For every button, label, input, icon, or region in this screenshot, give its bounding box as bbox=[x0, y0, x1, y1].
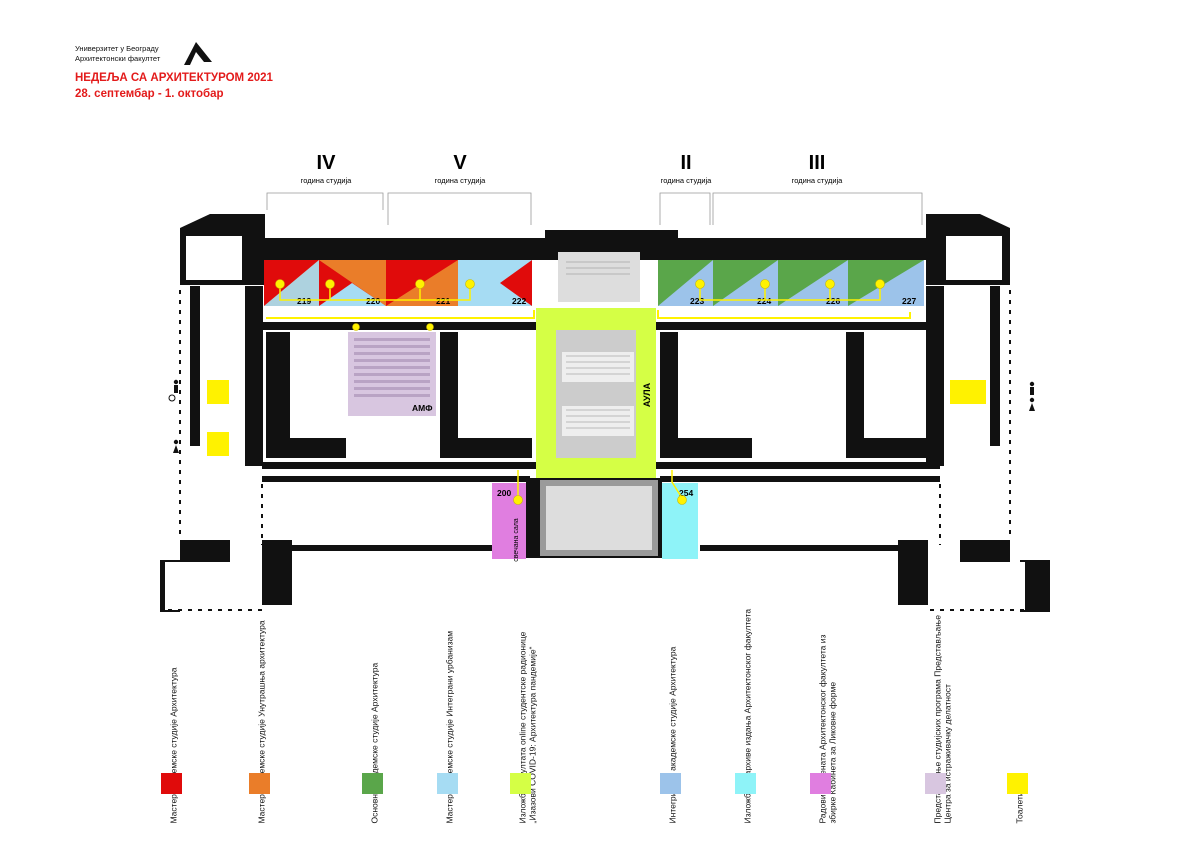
room-number: 223 bbox=[690, 296, 704, 306]
year-group-iii: III година студија bbox=[712, 152, 923, 225]
legend-item: Радови студената Архитектонског факултет… bbox=[810, 548, 870, 824]
year-label: година студија bbox=[435, 176, 487, 185]
year-numeral: II bbox=[680, 152, 691, 174]
wheelchair-icon bbox=[168, 394, 176, 402]
legend-swatch bbox=[735, 773, 756, 794]
man-icon bbox=[1029, 381, 1035, 387]
legend-item: Представљање студијских програма Предста… bbox=[925, 548, 985, 824]
room-226: 226 bbox=[778, 260, 848, 306]
room-number: 222 bbox=[512, 296, 526, 306]
faculty-logo-icon bbox=[184, 42, 212, 65]
legend-swatch bbox=[437, 773, 458, 794]
amphitheater: АМФ bbox=[348, 332, 436, 416]
room-number: 220 bbox=[366, 296, 380, 306]
legend-item: Мастер академске студије Унутрашња архит… bbox=[249, 548, 309, 824]
toilets bbox=[207, 380, 986, 456]
legend-swatch bbox=[249, 773, 270, 794]
room-number: 254 bbox=[679, 488, 693, 498]
event-dates: 28. септембар - 1. октобар bbox=[75, 88, 224, 100]
year-group-iv: IV година студија bbox=[266, 152, 384, 210]
institution-name: Универзитет у Београду Архитектонски фак… bbox=[75, 44, 160, 64]
room-number: 224 bbox=[757, 296, 771, 306]
woman-icon bbox=[173, 439, 179, 445]
legend-item: Интегрисане академске студије Архитектур… bbox=[660, 548, 720, 824]
year-numeral: III bbox=[809, 152, 826, 174]
institution-line-2: Архитектонски факултет bbox=[75, 54, 161, 63]
building-walls bbox=[160, 214, 1050, 612]
covid-exhibition-area bbox=[536, 308, 656, 478]
toilet-icons bbox=[168, 379, 1035, 453]
ceremonial-hall-label: свечана сала bbox=[513, 518, 520, 562]
room-200-ceremonial-hall: 200 свечана сала bbox=[492, 483, 526, 562]
woman-icon-body bbox=[1029, 403, 1035, 411]
legend-item: Мастер академске студије Интеграни урбан… bbox=[437, 548, 497, 824]
legend-swatch bbox=[362, 773, 383, 794]
year-group-ii: II година студија bbox=[659, 152, 713, 225]
year-numeral: V bbox=[453, 152, 467, 174]
year-numeral: IV bbox=[317, 152, 337, 174]
legend-item: Изложба из архиве издања Архитектонског … bbox=[735, 548, 795, 824]
institution-line-1: Универзитет у Београду bbox=[75, 44, 159, 53]
legend-item: Мастер академске студије Архитектура bbox=[161, 548, 221, 824]
year-group-v: V година студија bbox=[387, 152, 532, 225]
legend-swatch bbox=[510, 773, 531, 794]
room-227: 227 bbox=[848, 260, 924, 306]
room-interiors bbox=[165, 236, 1025, 610]
legend-item: Изложба резултата online студентске ради… bbox=[510, 548, 570, 824]
year-label: година студија bbox=[661, 176, 713, 185]
legend-swatch bbox=[810, 773, 831, 794]
aula-stairs bbox=[566, 261, 630, 429]
room-number: 219 bbox=[297, 296, 311, 306]
legend-swatch bbox=[660, 773, 681, 794]
event-title: НЕДЕЉА СА АРХИТЕКТУРОМ 2021 bbox=[75, 72, 273, 84]
legend-swatch bbox=[1007, 773, 1028, 794]
man-icon-body bbox=[174, 385, 178, 393]
legend-swatch bbox=[161, 773, 182, 794]
aula-label: АУЛА bbox=[642, 382, 652, 407]
man-icon-body bbox=[1030, 387, 1034, 395]
year-label: година студија bbox=[301, 176, 353, 185]
legend-item: Основне академске студије Архитектура bbox=[362, 548, 422, 824]
room-number: 221 bbox=[436, 296, 450, 306]
room-number: 227 bbox=[902, 296, 916, 306]
room-224: 224 bbox=[713, 260, 778, 306]
amphitheater-label: АМФ bbox=[412, 403, 432, 413]
man-icon bbox=[173, 379, 179, 385]
legend-item: Тоалети bbox=[1007, 548, 1067, 824]
woman-icon-body bbox=[173, 445, 179, 453]
room-number: 200 bbox=[497, 488, 511, 498]
year-label: година студија bbox=[792, 176, 844, 185]
legend-swatch bbox=[925, 773, 946, 794]
room-number: 226 bbox=[826, 296, 840, 306]
room-219: 219 bbox=[264, 260, 319, 306]
window-markings bbox=[160, 290, 1048, 611]
room-223: 223 bbox=[658, 260, 713, 306]
exhibition-route bbox=[266, 279, 911, 505]
woman-icon bbox=[1029, 397, 1035, 403]
